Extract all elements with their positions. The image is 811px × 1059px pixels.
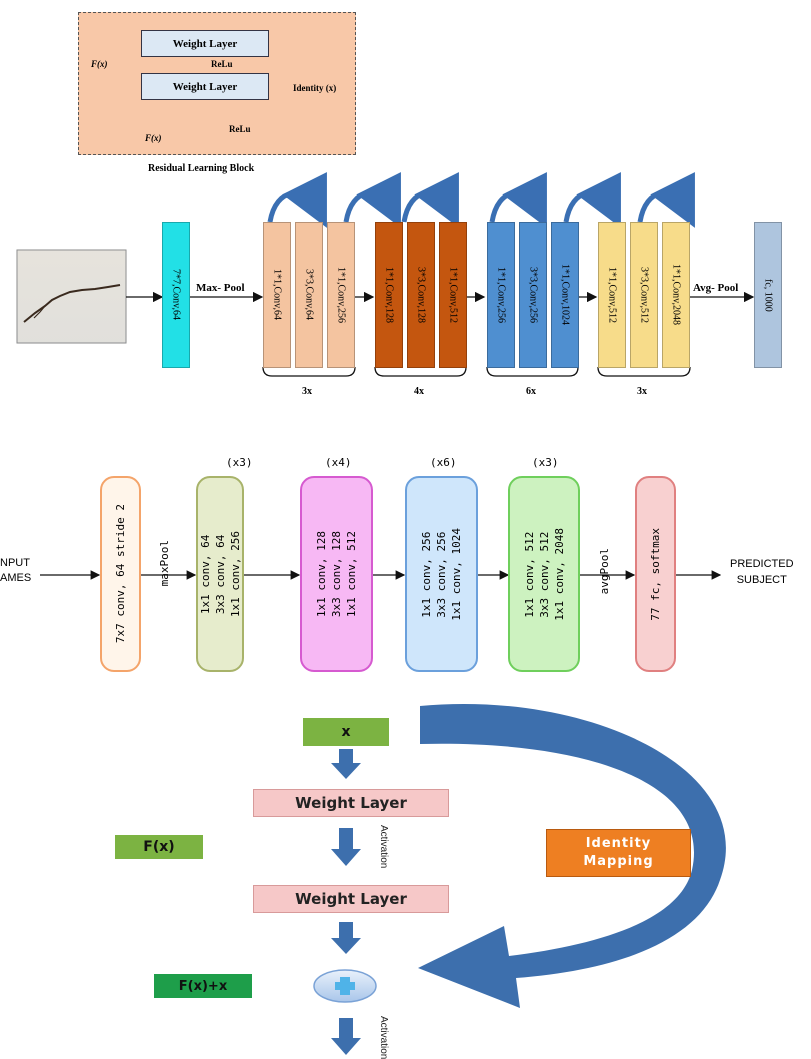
p3-identity-mapping: Identity Mapping [546,829,691,877]
p2-output-line-2: SUBJECT [736,574,787,586]
p1-s3-layer-1-label: 1*1,Conv,256 [495,266,507,324]
p2-s1-layer-1: 1x1 conv, 64 [198,534,212,614]
p1-s1-layer-3-label: 1*1,Conv,256 [335,266,347,324]
p3-weight-layer-1: Weight Layer [253,789,449,817]
p1-s3-layer-1: 1*1,Conv,256 [487,222,515,368]
p2-avgpool: avgPool [598,548,611,595]
p2-stage-2: 1x1 conv, 128 3x3 conv, 128 1x1 conv, 51… [300,476,373,672]
p1-s4-layer-3: 1*1,Conv,2048 [662,222,690,368]
p1-s3-repeat: 6x [526,386,536,397]
p1-s4-repeat: 3x [637,386,647,397]
p2-stage-2-layers: 1x1 conv, 128 3x3 conv, 128 1x1 conv, 51… [314,531,359,617]
p3-down-arrows [331,749,361,1055]
p3-identity-arrow [418,703,726,1008]
p2-s2-repeat: (x4) [325,456,352,469]
p2-s3-repeat: (x6) [430,456,457,469]
p1-s4-layer-1: 1*1,Conv,512 [598,222,626,368]
p1-s2-repeat: 4x [414,386,424,397]
p1-fc-label: fc, 1000 [762,278,774,312]
p1-s1-layer-2: 3*3,Conv,64 [295,222,323,368]
p3-fx-box: F(x) [115,835,203,859]
p1-s3-layer-2-label: 3*3,Conv,256 [527,266,539,324]
p2-stage-1-layers: 1x1 conv, 64 3x3 conv, 64 1x1 conv, 256 [198,531,243,617]
p1-s3-layer-3: 1*1,Conv,1024 [551,222,579,368]
p1-s2-layer-1-label: 1*1,Conv,128 [383,266,395,324]
p2-conv-first: 7x7 conv, 64 stride 2 [100,476,141,672]
p1-s2-layer-1: 1*1,Conv,128 [375,222,403,368]
p1-s1-layer-1: 1*1,Conv,64 [263,222,291,368]
p1-s1-layer-2-label: 3*3,Conv,64 [303,269,315,321]
p2-s3-layer-1: 1x1 conv, 256 [420,530,433,618]
p2-s4-layer-3: 1x1 conv, 2048 [552,527,566,621]
p1-s1-layer-3: 1*1,Conv,256 [327,222,355,368]
p2-input-line-1: NPUT [0,557,30,569]
p3-x-box: x [303,718,389,746]
p2-s4-layer-1: 1x1 conv, 512 [522,530,536,618]
p3-plus-node [313,969,377,1003]
p2-s2-layer-1: 1x1 conv, 128 [315,530,328,618]
p2-stage-4-layers: 1x1 conv, 512 3x3 conv, 512 1x1 conv, 20… [522,528,567,621]
p1-s3-layer-3-label: 1*1,Conv,1024 [559,264,571,326]
p1-s2-layer-3-label: 1*1,Conv,512 [447,266,459,324]
p2-s1-layer-3: 1x1 conv, 256 [228,530,242,618]
p1-s4-layer-1-label: 1*1,Conv,512 [606,266,618,324]
p2-output-line-1: PREDICTED [730,558,794,570]
p2-conv-first-label: 7x7 conv, 64 stride 2 [114,504,127,644]
p1-skip-arrows [267,171,695,228]
p2-s2-layer-3: 1x1 conv, 512 [345,530,358,618]
p1-conv-first-label: 7*7,Conv,64 [170,269,182,321]
p1-weight-layer-1: Weight Layer [141,30,269,57]
crack-image [16,249,127,344]
p3-activation-2: Activation [378,1016,389,1059]
p1-fx-label: F(x) [91,59,108,69]
p3-identity-line-2: Mapping [583,854,654,869]
p3-identity-line-1: Identity [585,836,652,851]
p1-brackets [262,366,691,377]
p1-s4-layer-3-label: 1*1,Conv,2048 [670,264,682,326]
p2-stage-1: 1x1 conv, 64 3x3 conv, 64 1x1 conv, 256 [196,476,244,672]
p1-s4-layer-2-label: 3*3,Conv,512 [638,266,650,324]
p1-s2-layer-2: 3*3,Conv,128 [407,222,435,368]
p2-s3-layer-3: 1x1 conv, 1024 [450,527,463,621]
p1-weight-layer-2: Weight Layer [141,73,269,100]
p1-s3-layer-2: 3*3,Conv,256 [519,222,547,368]
p1-s2-layer-3: 1*1,Conv,512 [439,222,467,368]
p1-relu-mid: ReLu [211,59,233,69]
p2-output-label: PREDICTED SUBJECT [730,556,794,588]
p1-fx-out-label: F(x) [145,133,162,143]
p1-fc: fc, 1000 [754,222,782,368]
p2-stage-4: 1x1 conv, 512 3x3 conv, 512 1x1 conv, 20… [508,476,580,672]
p3-activation-1: Activation [378,825,389,869]
p2-s2-layer-2: 3x3 conv, 128 [330,530,343,618]
p1-relu-out: ReLu [229,124,251,134]
p1-avg-pool: Avg- Pool [693,282,739,294]
p1-s1-layer-1-label: 1*1,Conv,64 [271,269,283,321]
p3-weight-layer-2: Weight Layer [253,885,449,913]
p2-s1-repeat: (x3) [226,456,253,469]
p2-stage-3-layers: 1x1 conv, 256 3x3 conv, 256 1x1 conv, 10… [419,528,464,621]
p2-input-line-2: AMES [0,572,32,584]
p2-stage-3: 1x1 conv, 256 3x3 conv, 256 1x1 conv, 10… [405,476,478,672]
p2-fc-softmax: 77 fc, softmax [635,476,676,672]
p2-s4-layer-2: 3x3 conv, 512 [537,530,551,618]
p2-s4-repeat: (x3) [532,456,559,469]
p2-fc-label: 77 fc, softmax [649,527,662,621]
p1-identity-label: Identity (x) [293,83,337,93]
p1-block-caption: Residual Learning Block [148,163,255,174]
p2-s1-layer-2: 3x3 conv, 64 [213,534,227,614]
p1-s4-layer-2: 3*3,Conv,512 [630,222,658,368]
residual-learning-block: Weight Layer Weight Layer ReLu ReLu F(x)… [78,12,356,155]
p2-s3-layer-2: 3x3 conv, 256 [435,530,448,618]
p2-maxpool: maxPool [158,540,171,587]
p3-fx-plus-x-box: F(x)+x [154,974,252,998]
p1-s1-repeat: 3x [302,386,312,397]
p1-max-pool: Max- Pool [196,282,245,294]
p1-s2-layer-2-label: 3*3,Conv,128 [415,266,427,324]
p2-input-label: NPUT AMES [0,556,31,586]
p1-conv-first: 7*7,Conv,64 [162,222,190,368]
